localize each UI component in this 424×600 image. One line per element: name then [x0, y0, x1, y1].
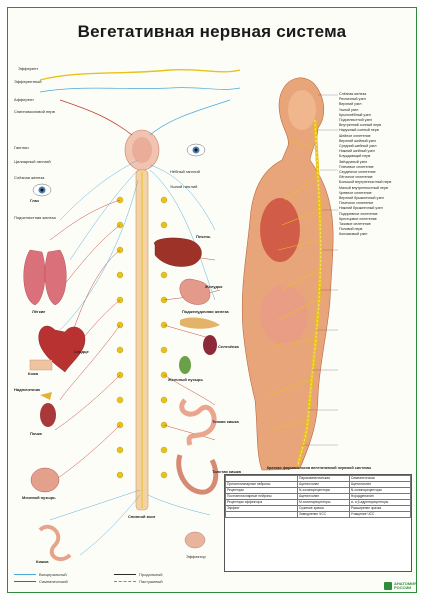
logo-text: АНАТОМИЯ РОССИИ: [394, 582, 417, 590]
list-item: Слёзная железа: [339, 92, 367, 96]
list-item: Наружный сонный нерв: [339, 128, 379, 133]
label-afferent: Афферент: [14, 97, 35, 102]
label-adrenal: Надпочечник: [14, 387, 41, 392]
table-cell: Учащение ЧСС: [348, 510, 412, 518]
legend-label: Продольный: [139, 572, 163, 577]
list-item: Шейное сплетение: [339, 133, 371, 138]
human-figure: [241, 77, 338, 471]
logo-line-2: РОССИИ: [394, 585, 412, 590]
list-item: Внутренний сонный нерв: [339, 123, 382, 128]
list-item: Крестцовое сплетение: [339, 216, 377, 221]
label-skin: Кожа: [28, 371, 38, 376]
table-caption: Краткая фармакология вегетативной нервно…: [266, 466, 372, 470]
label-submandibular: Подчелюстная железа: [14, 215, 56, 220]
legend-swatch-other: [114, 581, 136, 582]
legend-label: Пастушевый: [139, 579, 163, 584]
list-item: Крылонёбный узел: [339, 112, 371, 117]
page-title: Вегетативная нервная система: [77, 22, 347, 41]
label-heart: Сердце: [74, 349, 89, 354]
label-efferent-2: Эфферентный: [14, 79, 42, 84]
label-stomach: Желудок: [205, 284, 223, 289]
publisher-logo: АНАТОМИЯ РОССИИ: [384, 581, 417, 591]
right-label-list: Слёзная железа Ресничный узел Верхний уз…: [339, 92, 411, 238]
pharmacology-table: Краткая фармакология вегетативной нервно…: [224, 466, 412, 572]
list-item: Подчелюстной узел: [339, 118, 372, 123]
label-small-intestine: Тонкая кишка: [212, 419, 239, 424]
list-item: Нижний шейный узел: [339, 149, 375, 154]
label-liver: Печень: [196, 234, 211, 239]
list-item: Верхний узел: [339, 102, 362, 107]
label-bladder: Мочевой пузырь: [22, 495, 56, 500]
label-efferent: Эфферент: [18, 66, 39, 71]
logo-line-1: АНАТОМИЯ: [394, 581, 418, 586]
list-item: Почечное сплетение: [339, 201, 374, 206]
legend-swatch-visceral: [14, 574, 36, 575]
label-eye: Глаз: [30, 198, 39, 203]
list-item: Ресничный узел: [339, 97, 366, 102]
list-item: Тазовое сплетение: [339, 222, 371, 227]
logo-icon: [384, 582, 392, 590]
label-effector: Эффектор: [186, 554, 206, 559]
list-item: Ушной узел: [339, 107, 359, 112]
list-item: Блуждающий нерв: [339, 154, 371, 159]
label-ciliary-ganglion: Цилиарный ганглий: [14, 159, 51, 164]
label-intestine-left: Кишка: [36, 559, 49, 564]
list-item: Чревное сплетение: [339, 190, 372, 195]
label-pancreas: Поджелудочная железа: [182, 309, 229, 314]
list-item: Большой внутренностный нерв: [339, 180, 392, 185]
label-lacrimal-gland: Слёзная железа: [14, 175, 45, 180]
label-spinal-nerve: Спинномозговой нерв: [14, 109, 55, 114]
label-ganglia: Ганглии: [14, 145, 29, 150]
label-gallbladder: Желчный пузырь: [168, 377, 203, 382]
label-large-intestine: Толстая кишка: [212, 469, 241, 474]
legend-swatch-longitudinal: [114, 574, 136, 575]
list-item: Сердечное сплетение: [339, 170, 376, 175]
legend: Висцеральный Продольный Симпатический Па…: [14, 571, 214, 585]
table-grid: Парасимпатическая Симпатическая Прегангл…: [224, 475, 412, 518]
legend-swatch-sympathetic: [14, 581, 36, 582]
legend-label: Симпатический: [39, 579, 68, 584]
list-item: Верхний шейный узел: [339, 138, 376, 143]
label-kidney: Почка: [30, 431, 42, 436]
table-row: Замедление ЧСС Учащение ЧСС: [224, 510, 412, 518]
list-item: Малый внутренностный нерв: [339, 185, 388, 190]
list-item: Нижний брыжеечный узел: [339, 206, 383, 211]
list-item: Плечевое сплетение: [339, 164, 374, 169]
label-spleen: Селезёнка: [218, 344, 239, 349]
legend-label: Висцеральный: [39, 572, 67, 577]
label-otic: Ушной ганглий: [170, 184, 198, 189]
list-item: Копчиковый узел: [339, 232, 368, 237]
list-item: Звёздчатый узел: [339, 159, 368, 164]
table-cell: Замедление ЧСС: [297, 510, 350, 518]
list-item: Верхний брыжеечный узел: [339, 196, 384, 201]
label-lungs: Лёгкие: [32, 309, 46, 314]
list-item: Подчревное сплетение: [339, 211, 378, 216]
list-item: Половой нерв: [339, 227, 363, 232]
label-pterygopalatine: Нёбный ганглий: [170, 169, 200, 174]
label-spinal-cord: Спинной мозг: [128, 514, 156, 519]
list-item: Средний шейный узел: [339, 144, 377, 149]
list-item: Лёгочное сплетение: [339, 175, 373, 180]
table-cell: [224, 510, 299, 518]
schematic: [23, 68, 241, 562]
